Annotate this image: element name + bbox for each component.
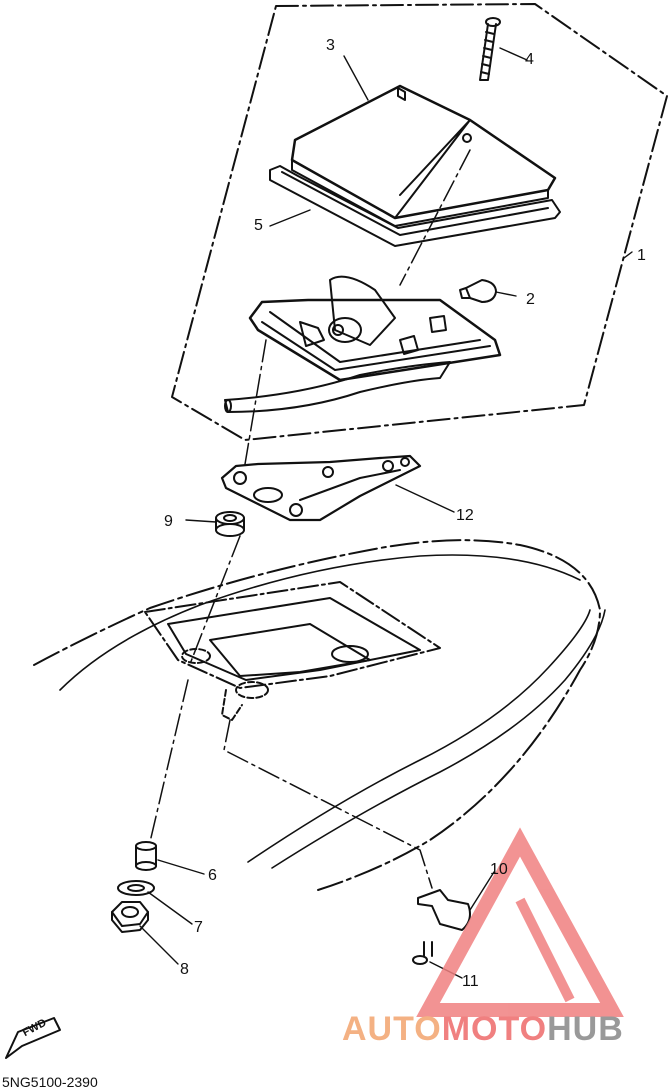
clip-part	[417, 889, 471, 931]
collar-part	[135, 841, 157, 871]
assembly-guide-lines	[149, 149, 471, 889]
lens-part	[290, 84, 557, 227]
bolt-part	[412, 941, 433, 965]
callout-5: 5	[254, 217, 263, 234]
diagram-code: 5NG5100-2390	[2, 1074, 98, 1090]
watermark-part-hub: HUB	[547, 1010, 624, 1048]
bracket-part	[220, 454, 422, 522]
callout-4: 4	[525, 51, 534, 68]
leader-lines	[139, 47, 633, 979]
nut-part	[111, 901, 149, 933]
washer-part	[117, 880, 155, 896]
watermark-logo	[416, 827, 624, 1017]
bulb-part	[459, 279, 497, 303]
callout-10: 10	[490, 861, 508, 878]
callout-8: 8	[180, 961, 189, 978]
callout-6: 6	[208, 867, 217, 884]
fwd-arrow	[5, 1017, 61, 1059]
gasket-part	[269, 165, 561, 247]
watermark-text: AUTOMOTOHUB	[342, 1010, 624, 1049]
rear-fender	[33, 539, 606, 891]
callout-9: 9	[164, 513, 173, 530]
assembly-boundary	[171, 3, 668, 441]
watermark-part-auto: AUTO	[342, 1010, 442, 1048]
watermark-part-moto: MOTO	[441, 1010, 548, 1048]
callout-11: 11	[462, 973, 479, 990]
housing-part	[224, 275, 502, 413]
callout-7: 7	[194, 919, 203, 936]
callout-2: 2	[526, 291, 535, 308]
grommet-part	[215, 511, 245, 537]
callout-3: 3	[326, 37, 335, 54]
screw-part	[479, 17, 501, 81]
callout-12: 12	[456, 507, 474, 524]
callout-1: 1	[637, 247, 646, 264]
